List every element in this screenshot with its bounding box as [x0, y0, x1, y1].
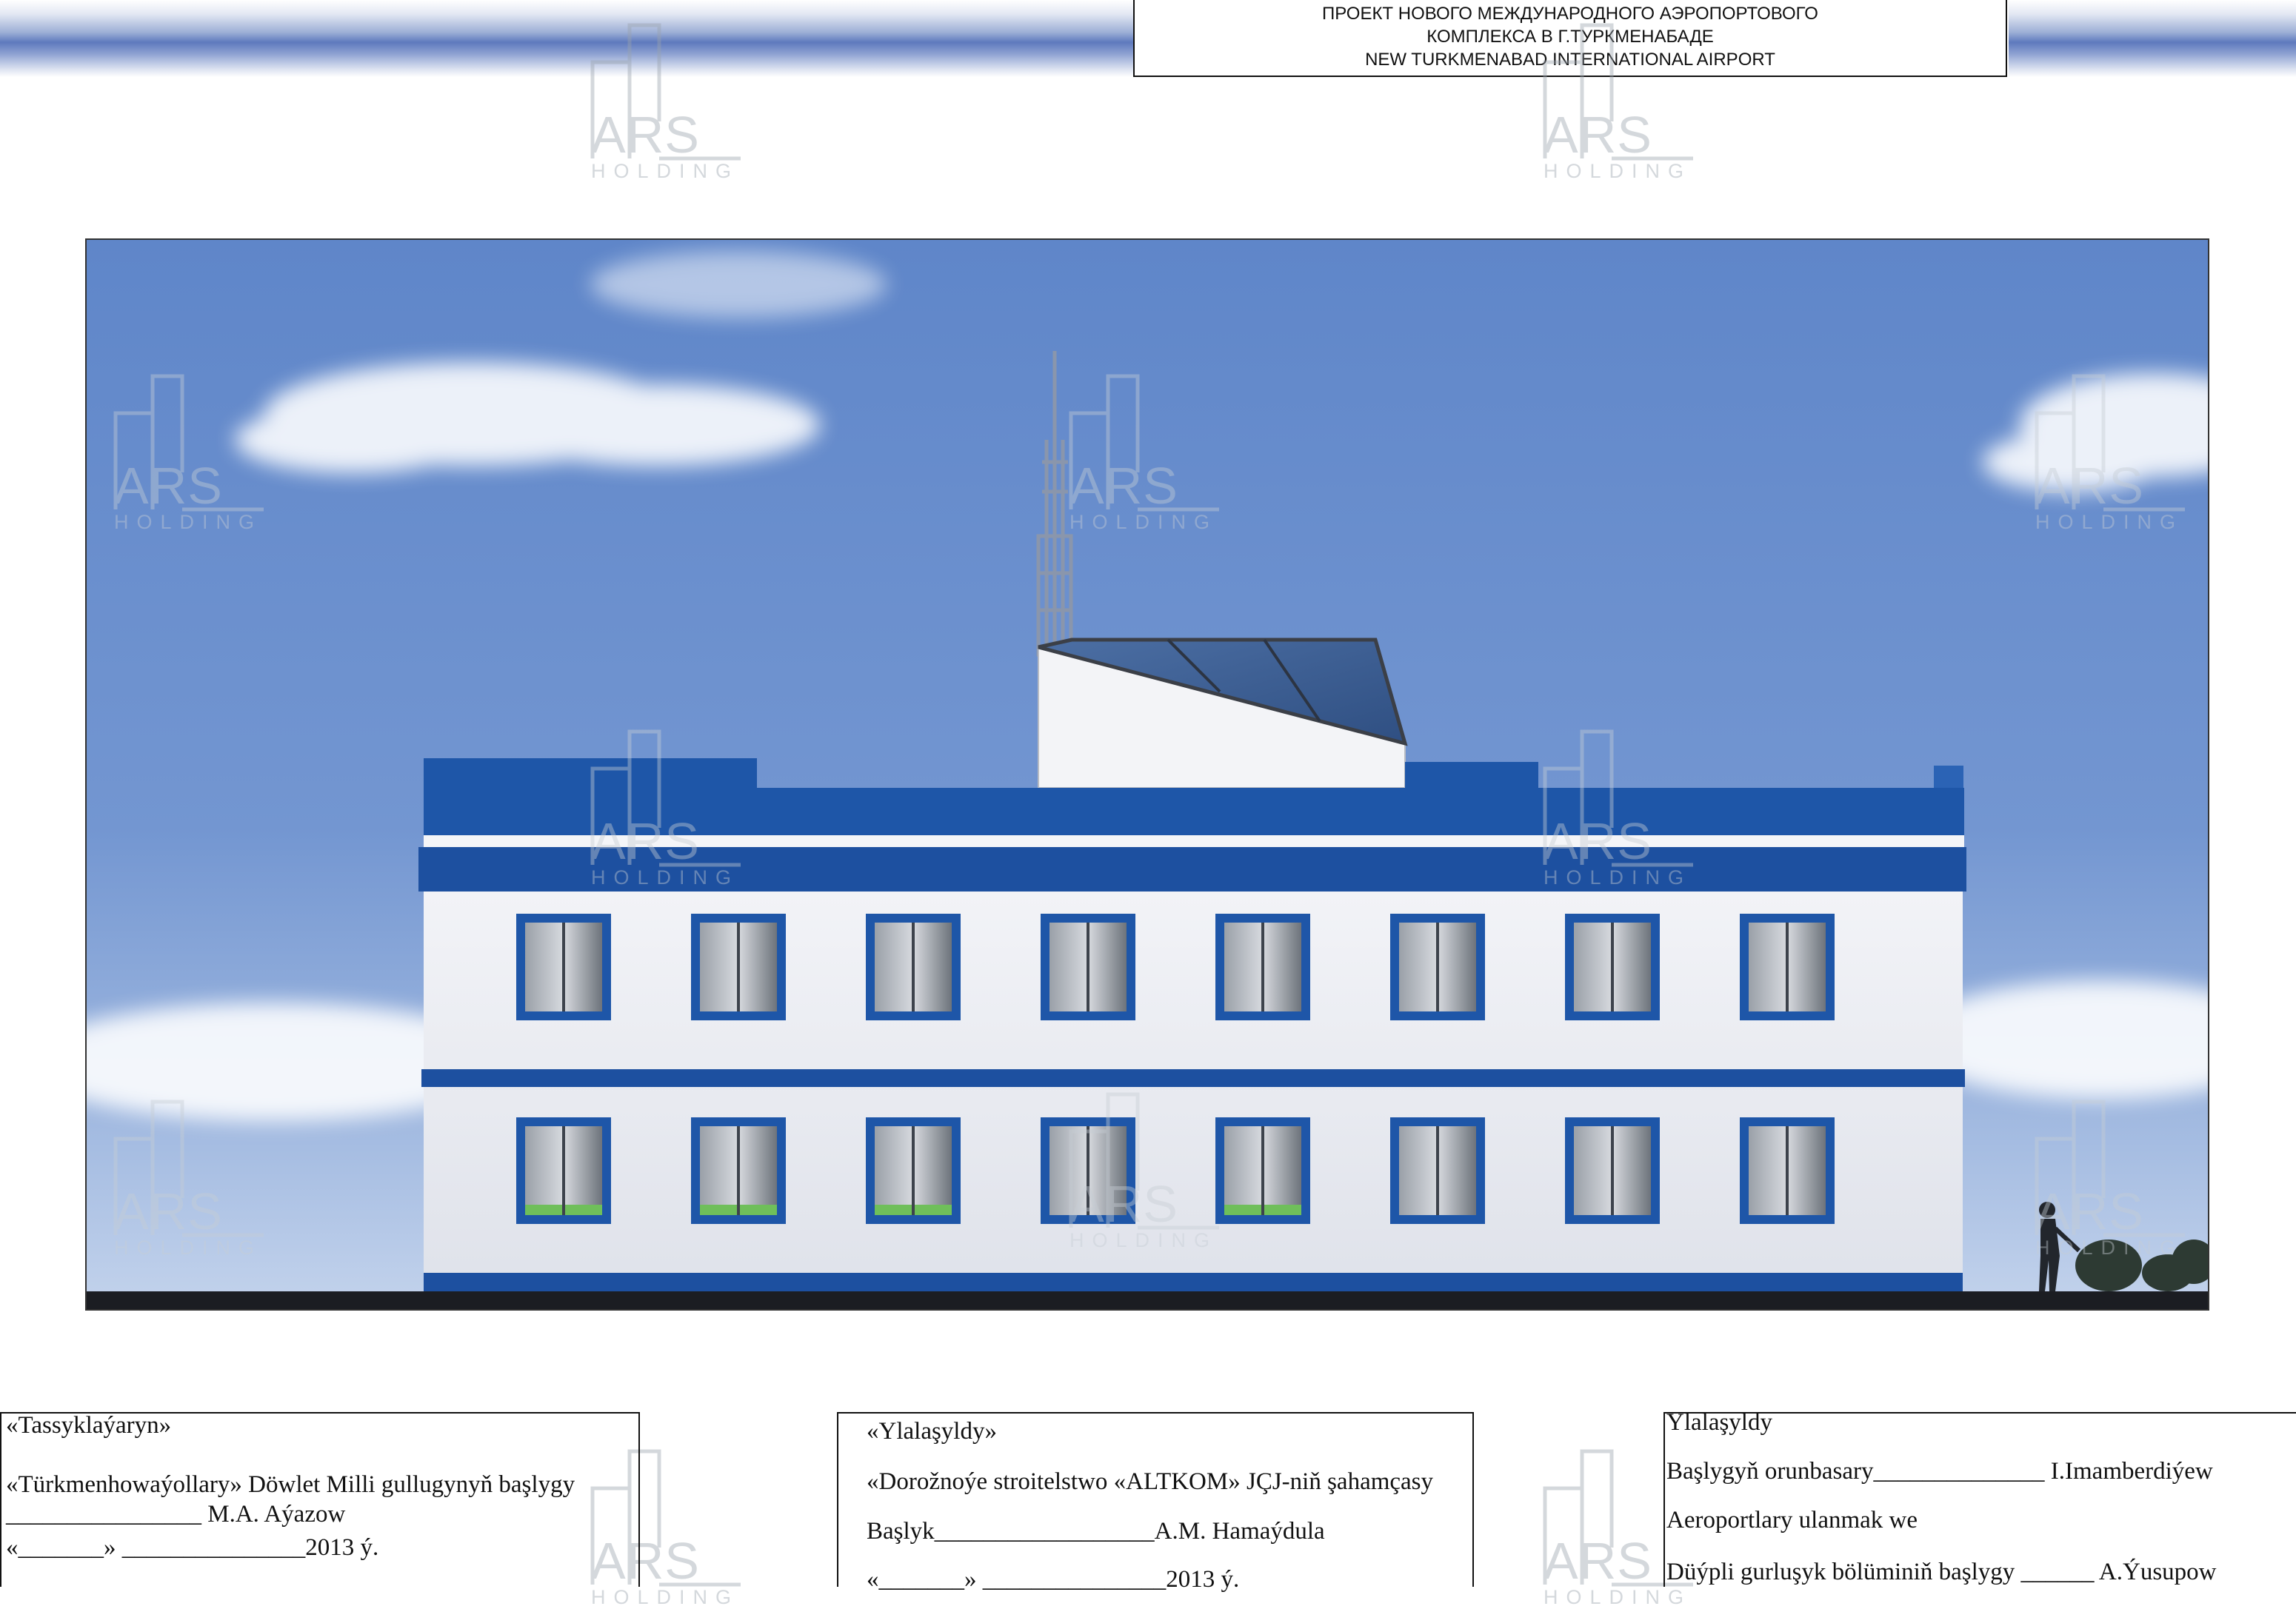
header-band-right: [2009, 0, 2296, 77]
plinth-band: [424, 1273, 1963, 1294]
stamp-line-department: Aeroportlary ulanmak we: [1666, 1507, 1918, 1533]
windows-ground-floor: [516, 1117, 1835, 1224]
approval-stamp-right: Ylalaşyldy Başlygyň orunbasary__________…: [1663, 1409, 2296, 1587]
stamp-organization: «Dorožnoýe stroitelstwo «ALTKOM» JÇJ-niň…: [867, 1468, 1434, 1495]
approval-stamp-middle: «Ylalaşyldy» «Dorožnoýe stroitelstwo «AL…: [837, 1412, 1474, 1592]
windows-upper-floor: [516, 914, 1835, 1020]
project-title-block: ПРОЕКТ НОВОГО МЕЖДУНАРОДНОГО АЭРОПОРТОВО…: [1133, 0, 2007, 77]
stamp-signer: Başlyk__________________A.M. Hamaýdula: [867, 1518, 1325, 1545]
white-stripe: [424, 835, 1964, 847]
stamp-date: «_______» _______________2013 ý.: [867, 1566, 1240, 1593]
stamp-signer: ________________ M.A. Aýazow: [6, 1501, 346, 1528]
facade-wall: [424, 892, 1963, 1291]
stamp-heading: «Ylalaşyldy»: [867, 1418, 997, 1445]
stamp-organization: «Türkmenhowaýollary» Döwlet Milli gullug…: [6, 1471, 575, 1498]
shrubs: [2075, 1240, 2208, 1291]
stamp-line-head: Düýpli gurluşyk bölüminiň başlygy ______…: [1666, 1559, 2217, 1585]
stamp-heading: «Tassyklaýaryn»: [6, 1412, 172, 1439]
floor-band: [421, 1069, 1965, 1087]
approval-stamp-left: «Tassyklaýaryn» «Türkmenhowaýollary» Döw…: [0, 1412, 640, 1587]
clouds: [87, 251, 2208, 1121]
header-band-left: [0, 0, 1133, 77]
cornice-band: [418, 847, 1966, 892]
ground-line: [87, 1291, 2208, 1309]
title-line-ru-1: ПРОЕКТ НОВОГО МЕЖДУНАРОДНОГО АЭРОПОРТОВО…: [1322, 4, 1818, 24]
antenna-mast: [1036, 351, 1073, 657]
person-silhouette: [2039, 1202, 2081, 1291]
skylight-glazing: [1038, 638, 1408, 746]
title-line-ru-2: КОМПЛЕКСА В Г.ТУРКМЕНАБАДЕ: [1426, 27, 1714, 47]
elevation-svg: [87, 240, 2208, 1309]
stamp-line-deputy: Başlygyň orunbasary______________ I.Imam…: [1666, 1458, 2213, 1485]
building-elevation-render: [85, 238, 2209, 1311]
roof-band: [424, 788, 1964, 841]
stamp-heading: Ylalaşyldy: [1666, 1409, 1772, 1436]
stamp-date: «_______» _______________2013 ý.: [6, 1534, 379, 1561]
title-line-en: NEW TURKMENABAD INTERNATIONAL AIRPORT: [1365, 50, 1775, 70]
